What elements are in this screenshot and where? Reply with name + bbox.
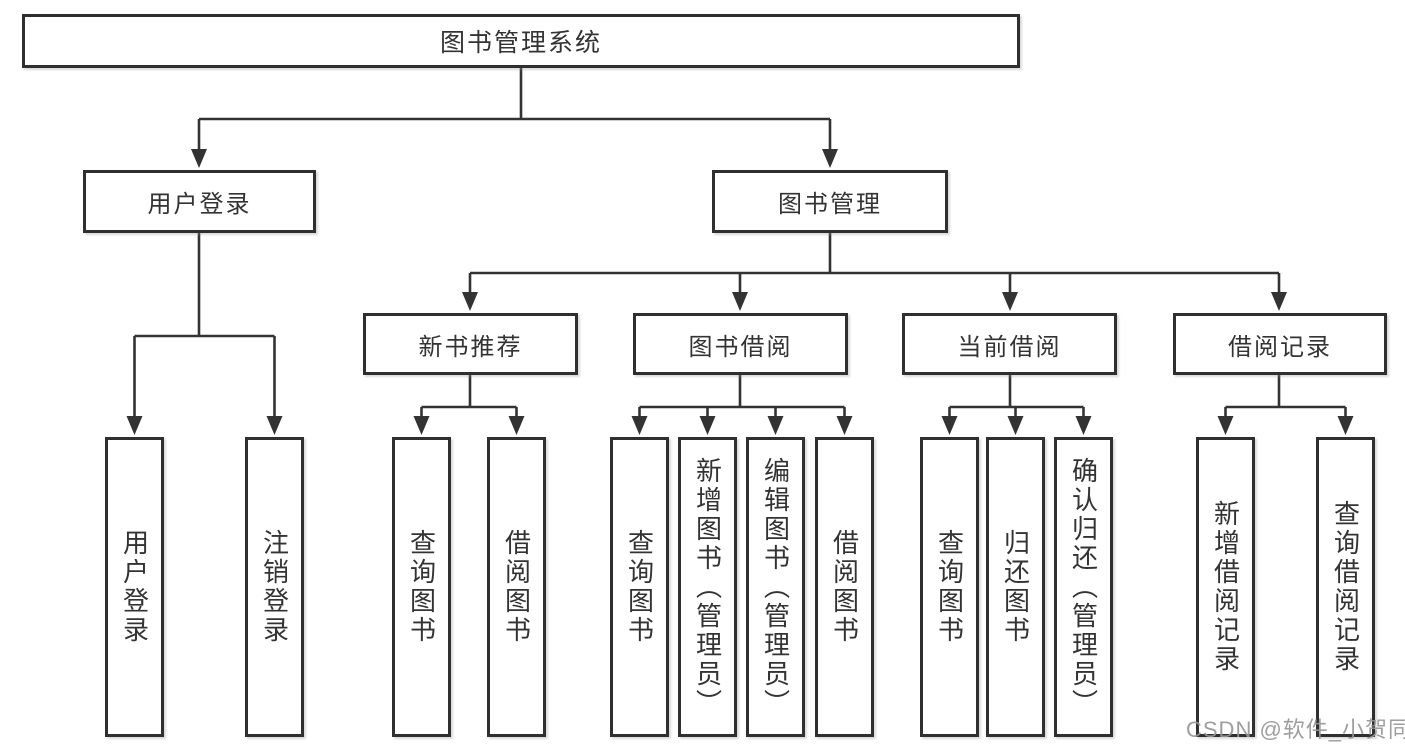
leaf-add-borrow-record: 新增借阅记录 — [1196, 437, 1255, 737]
leaf-query-books-1: 查询图书 — [392, 437, 451, 737]
node-label: 图书借阅 — [688, 333, 793, 361]
connector-new-book-children — [413, 375, 525, 435]
leaf-query-books-3: 查询图书 — [920, 437, 979, 737]
node-label: 借阅图书 — [501, 529, 532, 645]
node-label: 新书推荐 — [418, 333, 523, 361]
leaf-return-books: 归还图书 — [986, 437, 1045, 737]
node-label: 用户登录 — [147, 191, 252, 218]
connector-user-login-children — [126, 233, 283, 435]
leaf-borrow-books-2: 借阅图书 — [815, 437, 874, 737]
leaf-query-books-2: 查询图书 — [610, 437, 669, 737]
node-label: 查询图书 — [934, 529, 965, 645]
node-label: 借阅图书 — [829, 529, 860, 645]
node-label: 借阅记录 — [1228, 333, 1332, 361]
node-label: 归还图书 — [1000, 529, 1031, 645]
node-current-borrow: 当前借阅 — [902, 313, 1117, 375]
node-label: 确认归还（管理员） — [1068, 456, 1099, 718]
node-label: 查询图书 — [624, 529, 655, 645]
node-label: 用户登录 — [119, 529, 150, 645]
node-borrow-record: 借阅记录 — [1173, 313, 1387, 375]
csdn-watermark: CSDN @软件_小贺同学 — [1186, 717, 1405, 742]
leaf-user-login: 用户登录 — [105, 437, 164, 737]
leaf-edit-books-admin: 编辑图书（管理员） — [746, 437, 805, 737]
leaf-query-borrow-record: 查询借阅记录 — [1316, 437, 1375, 737]
node-label: 图书管理 — [778, 191, 882, 218]
connector-borrow-record-children — [1217, 375, 1354, 435]
node-new-book-recommend: 新书推荐 — [363, 313, 578, 375]
node-label: 当前借阅 — [957, 333, 1062, 361]
node-root-system: 图书管理系统 — [22, 14, 1020, 68]
connector-book-management-children — [462, 233, 1287, 311]
leaf-logout: 注销登录 — [245, 437, 304, 737]
node-label: 查询借阅记录 — [1330, 500, 1361, 674]
connector-current-borrow-children — [941, 375, 1092, 435]
node-label: 新增借阅记录 — [1210, 500, 1241, 674]
leaf-add-books-admin: 新增图书（管理员） — [678, 437, 737, 737]
node-label: 注销登录 — [259, 529, 290, 645]
node-label: 新增图书（管理员） — [692, 456, 723, 718]
connector-book-borrow-children — [631, 375, 853, 435]
leaf-confirm-return-admin: 确认归还（管理员） — [1054, 437, 1113, 737]
node-user-login: 用户登录 — [83, 170, 316, 233]
node-book-management: 图书管理 — [712, 170, 948, 233]
node-book-borrow: 图书借阅 — [633, 313, 848, 375]
connector-root-to-level2 — [191, 68, 838, 168]
node-label: 图书管理系统 — [439, 29, 602, 57]
node-label: 查询图书 — [406, 529, 437, 645]
node-label: 编辑图书（管理员） — [760, 456, 791, 718]
leaf-borrow-books-1: 借阅图书 — [487, 437, 546, 737]
